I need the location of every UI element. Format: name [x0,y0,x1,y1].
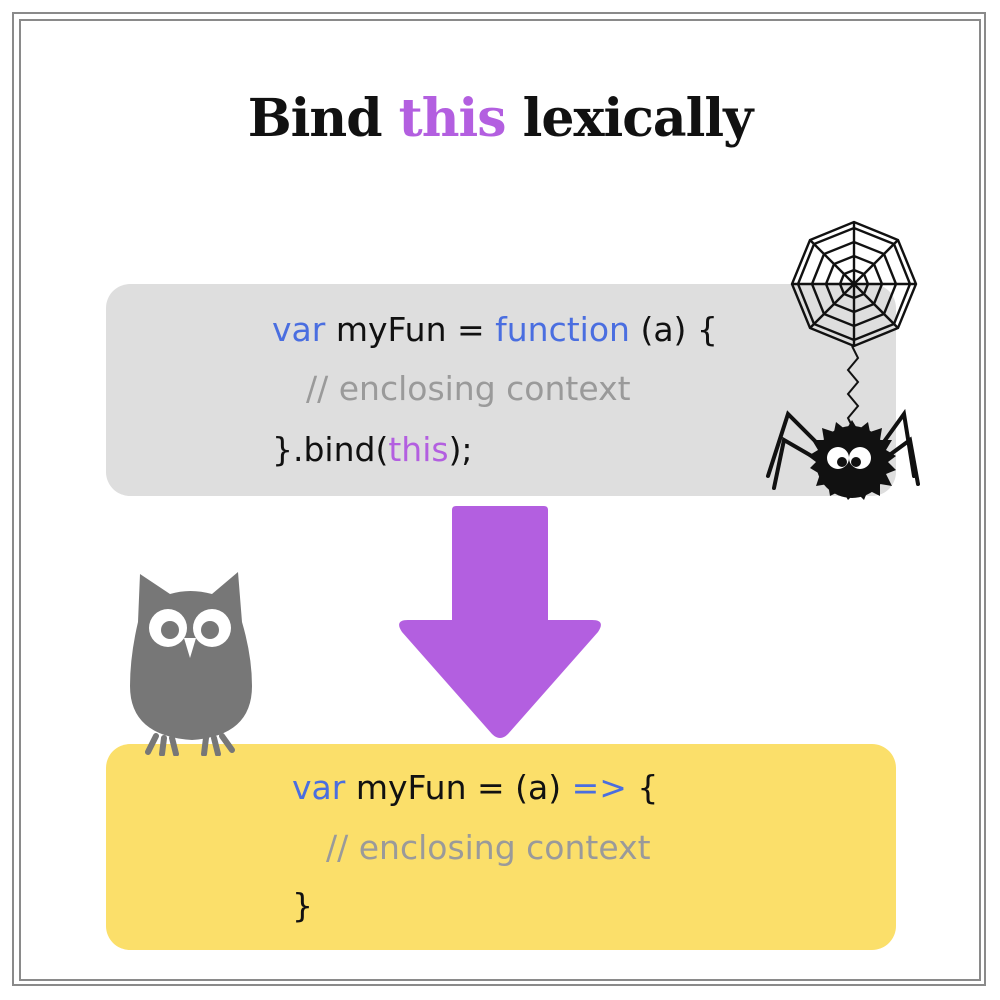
before-code-line-1: var myFun = function (a) { [272,310,718,349]
title-accent: this [398,88,507,149]
this-keyword: this [388,430,449,469]
arrow-operator: => [571,768,627,807]
before-code-comment: // enclosing context [306,369,631,408]
code-text: myFun = [325,310,496,349]
code-text: { [626,768,659,807]
after-code-line-3: } [292,886,313,925]
before-code-line-3: }.bind(this); [272,430,473,469]
spider-body [808,420,896,500]
function-keyword: function [495,310,630,349]
outer-frame-border [12,12,986,986]
before-code-box: var myFun = function (a) { // enclosing … [106,284,896,496]
down-arrow-icon [399,506,601,738]
code-text: ); [448,430,473,469]
owl-icon [130,572,252,756]
code-text: }.bind( [272,430,389,469]
page-title: Bind this lexically [0,88,1000,149]
after-code-line-1: var myFun = (a) => { [292,768,658,807]
code-text: (a) { [629,310,718,349]
title-suffix: lexically [522,88,754,149]
inner-frame-border [19,19,981,981]
code-text: myFun = (a) [345,768,572,807]
var-keyword: var [272,310,326,349]
after-code-comment: // enclosing context [326,828,651,867]
spider-web-icon [766,220,920,500]
var-keyword: var [292,768,346,807]
title-prefix: Bind [247,88,383,149]
after-code-box: var myFun = (a) => { // enclosing contex… [106,744,896,950]
